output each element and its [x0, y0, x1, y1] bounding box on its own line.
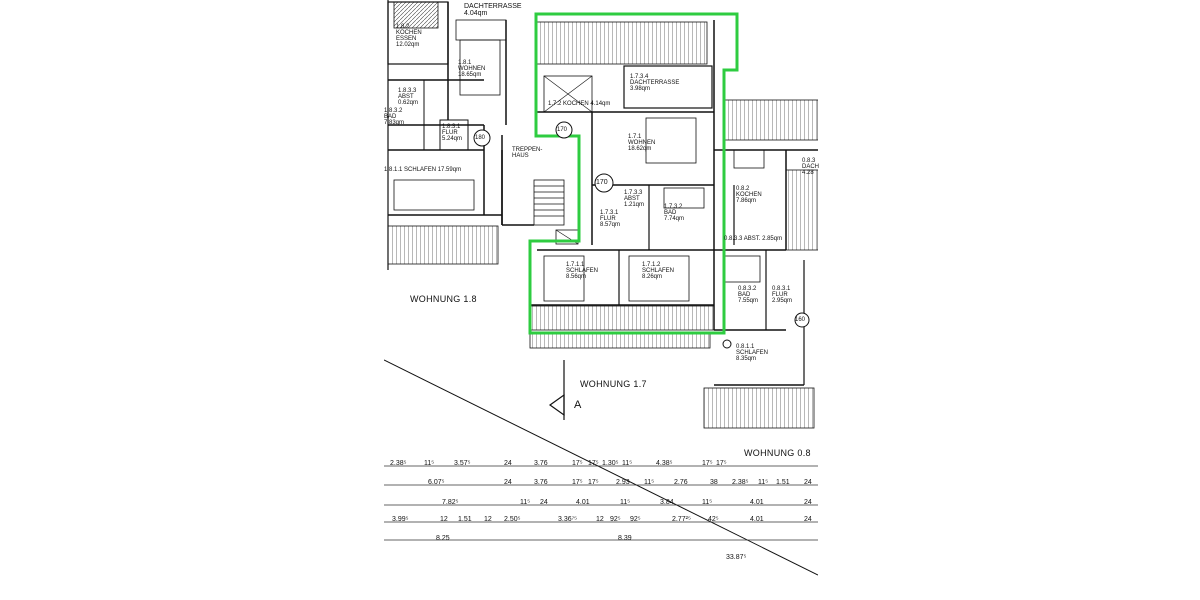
roof-hatch-0-8-top: [723, 99, 818, 141]
dimension-lines: [384, 465, 818, 541]
roof-hatch-0-8-right: [785, 169, 818, 251]
floor-plan-drawing: [384, 0, 818, 576]
dimension-total: 33.87⁵: [726, 554, 747, 561]
unit-label-1-8: WOHNUNG 1.8: [410, 294, 477, 304]
section-label: A: [574, 399, 582, 411]
roof-hatch-0-8-bottom: [703, 387, 815, 429]
marker-170-a: 170: [596, 179, 608, 186]
roof-hatch-below: [529, 333, 711, 349]
section-marker-icon: [548, 360, 565, 420]
unit-1-7-walls: [529, 20, 715, 330]
marker-180: 180: [475, 135, 486, 141]
room-schlafen-1-8: 1.8.1.1 SCHLAFEN 17.59qm: [384, 167, 462, 173]
marker-160: 160: [795, 317, 806, 323]
unit-label-0-8: WOHNUNG 0.8: [744, 448, 811, 458]
unit-1-8-walls: [387, 0, 507, 270]
room-kochen-1-7: 1.7.2 KOCHEN 4.14qm: [548, 101, 611, 107]
marker-170-b: 170: [557, 127, 568, 133]
roof-hatch-1-8: [387, 225, 499, 265]
roof-hatch-1-7-top: [536, 21, 708, 65]
circle-markers: [473, 121, 810, 349]
unit-label-1-7: WOHNUNG 1.7: [580, 379, 647, 389]
staircase: [501, 135, 565, 226]
room-treppenhaus: TREPPEN-HAUS: [512, 147, 543, 159]
roof-slope-line: [384, 359, 818, 576]
room-abst-0-8: 0.8.3.3 ABST. 2.85qm: [724, 236, 783, 242]
roof-hatch-1-7-bottom: [529, 305, 715, 331]
